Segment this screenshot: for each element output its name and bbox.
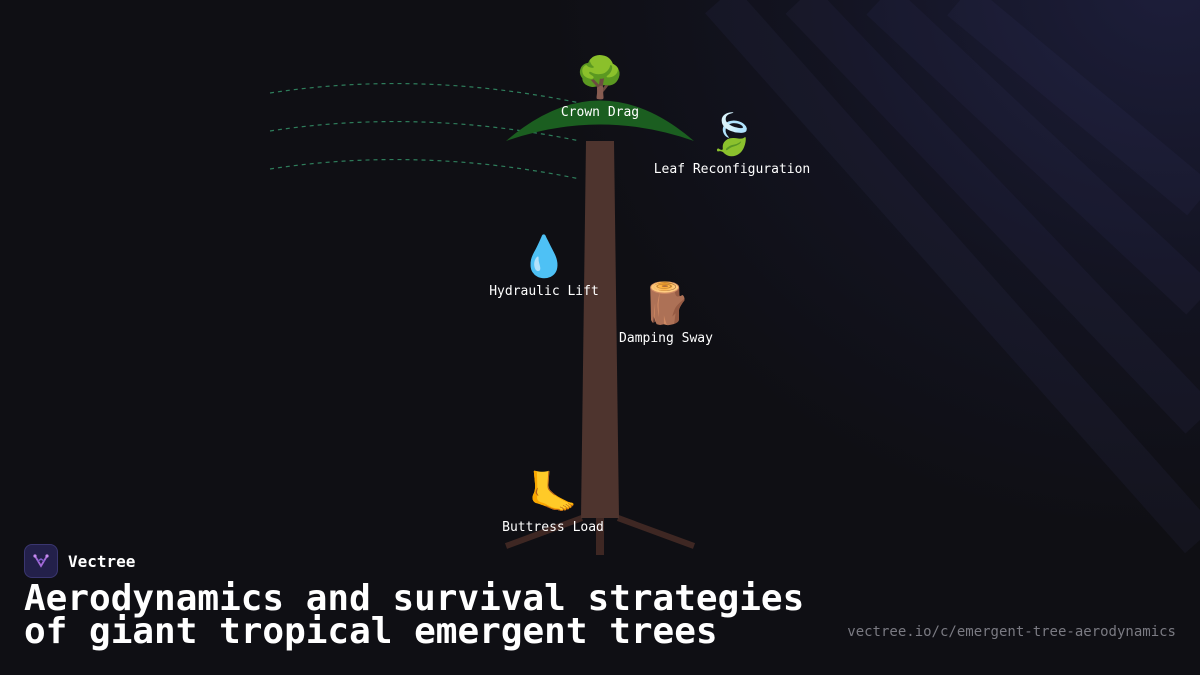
node-leaf-reconfiguration: 🍃 Leaf Reconfiguration [654, 112, 811, 177]
log-icon: 🪵 [641, 281, 691, 327]
node-label: Hydraulic Lift [489, 284, 599, 299]
node-label: Crown Drag [560, 105, 640, 120]
wind-line [269, 158, 581, 180]
tree-canopy [506, 100, 694, 141]
wind-line [269, 120, 581, 142]
root-right [616, 515, 696, 549]
source-url: vectree.io/c/emergent-tree-aerodynamics [847, 624, 1176, 640]
node-hydraulic-lift: 💧 Hydraulic Lift [489, 234, 599, 299]
node-label: Leaf Reconfiguration [653, 162, 811, 177]
brand-name: Vectree [68, 551, 136, 571]
node-damping-sway: 🪵 Damping Sway [619, 281, 713, 346]
tree-icon: 🌳 [575, 55, 625, 101]
node-label: Buttress Load [502, 520, 604, 535]
node-buttress-load: 🦶 Buttress Load [502, 470, 604, 535]
brand: Vectree [24, 544, 135, 578]
tree-trunk [581, 141, 619, 518]
node-label: Damping Sway [619, 331, 713, 346]
foot-icon: 🦶 [528, 470, 578, 516]
node-crown-drag: 🌳 Crown Drag [561, 55, 639, 120]
droplet-icon: 💧 [519, 234, 569, 280]
root-left [504, 515, 584, 549]
wind-line [269, 82, 581, 104]
vectree-logo-icon [24, 544, 58, 578]
page-title: Aerodynamics and survival strategies of … [24, 578, 805, 652]
leaf-wind-icon: 🍃 [707, 112, 757, 158]
